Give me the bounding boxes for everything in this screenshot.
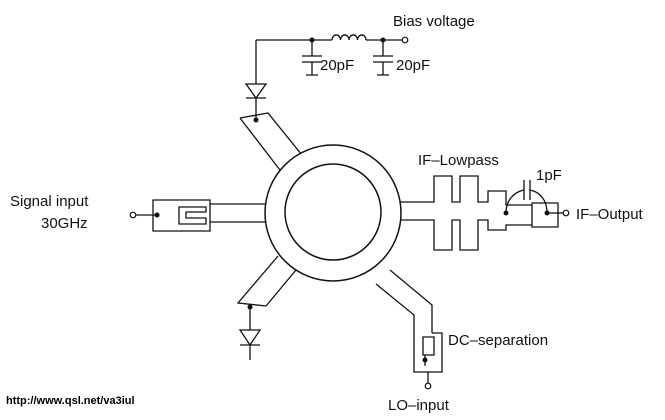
capacitor-2-label: 20pF [396, 57, 430, 74]
signal-input-terminal [129, 211, 137, 219]
capacitor-1pf-label: 1pF [536, 167, 562, 184]
lo-input-terminal [424, 382, 432, 390]
capacitor-20pf-2 [373, 40, 393, 76]
lo-input-label: LO–input [388, 397, 450, 414]
if-output-label: IF–Output [576, 206, 644, 223]
signal-frequency-label: 30GHz [41, 215, 88, 232]
capacitor-20pf-1 [302, 40, 322, 76]
ring-hybrid [210, 112, 433, 360]
signal-input-label: Signal input [10, 193, 89, 210]
if-output-terminal [562, 209, 570, 217]
dc-separation-label: DC–separation [448, 332, 548, 349]
dc-separation-section [413, 331, 443, 390]
inductor-symbol [331, 34, 367, 41]
top-diode-symbol [244, 83, 268, 118]
capacitor-1pf [505, 180, 548, 214]
bias-network [244, 34, 409, 123]
bias-terminal [401, 36, 409, 44]
if-lowpass-filter [430, 175, 570, 251]
capacitor-1-label: 20pF [320, 57, 354, 74]
signal-input-section [129, 199, 211, 232]
if-lowpass-label: IF–Lowpass [418, 152, 499, 169]
bottom-diode-symbol [238, 304, 262, 360]
source-url-label: http://www.qsl.net/va3iul [6, 395, 135, 407]
bias-voltage-label: Bias voltage [393, 13, 475, 30]
